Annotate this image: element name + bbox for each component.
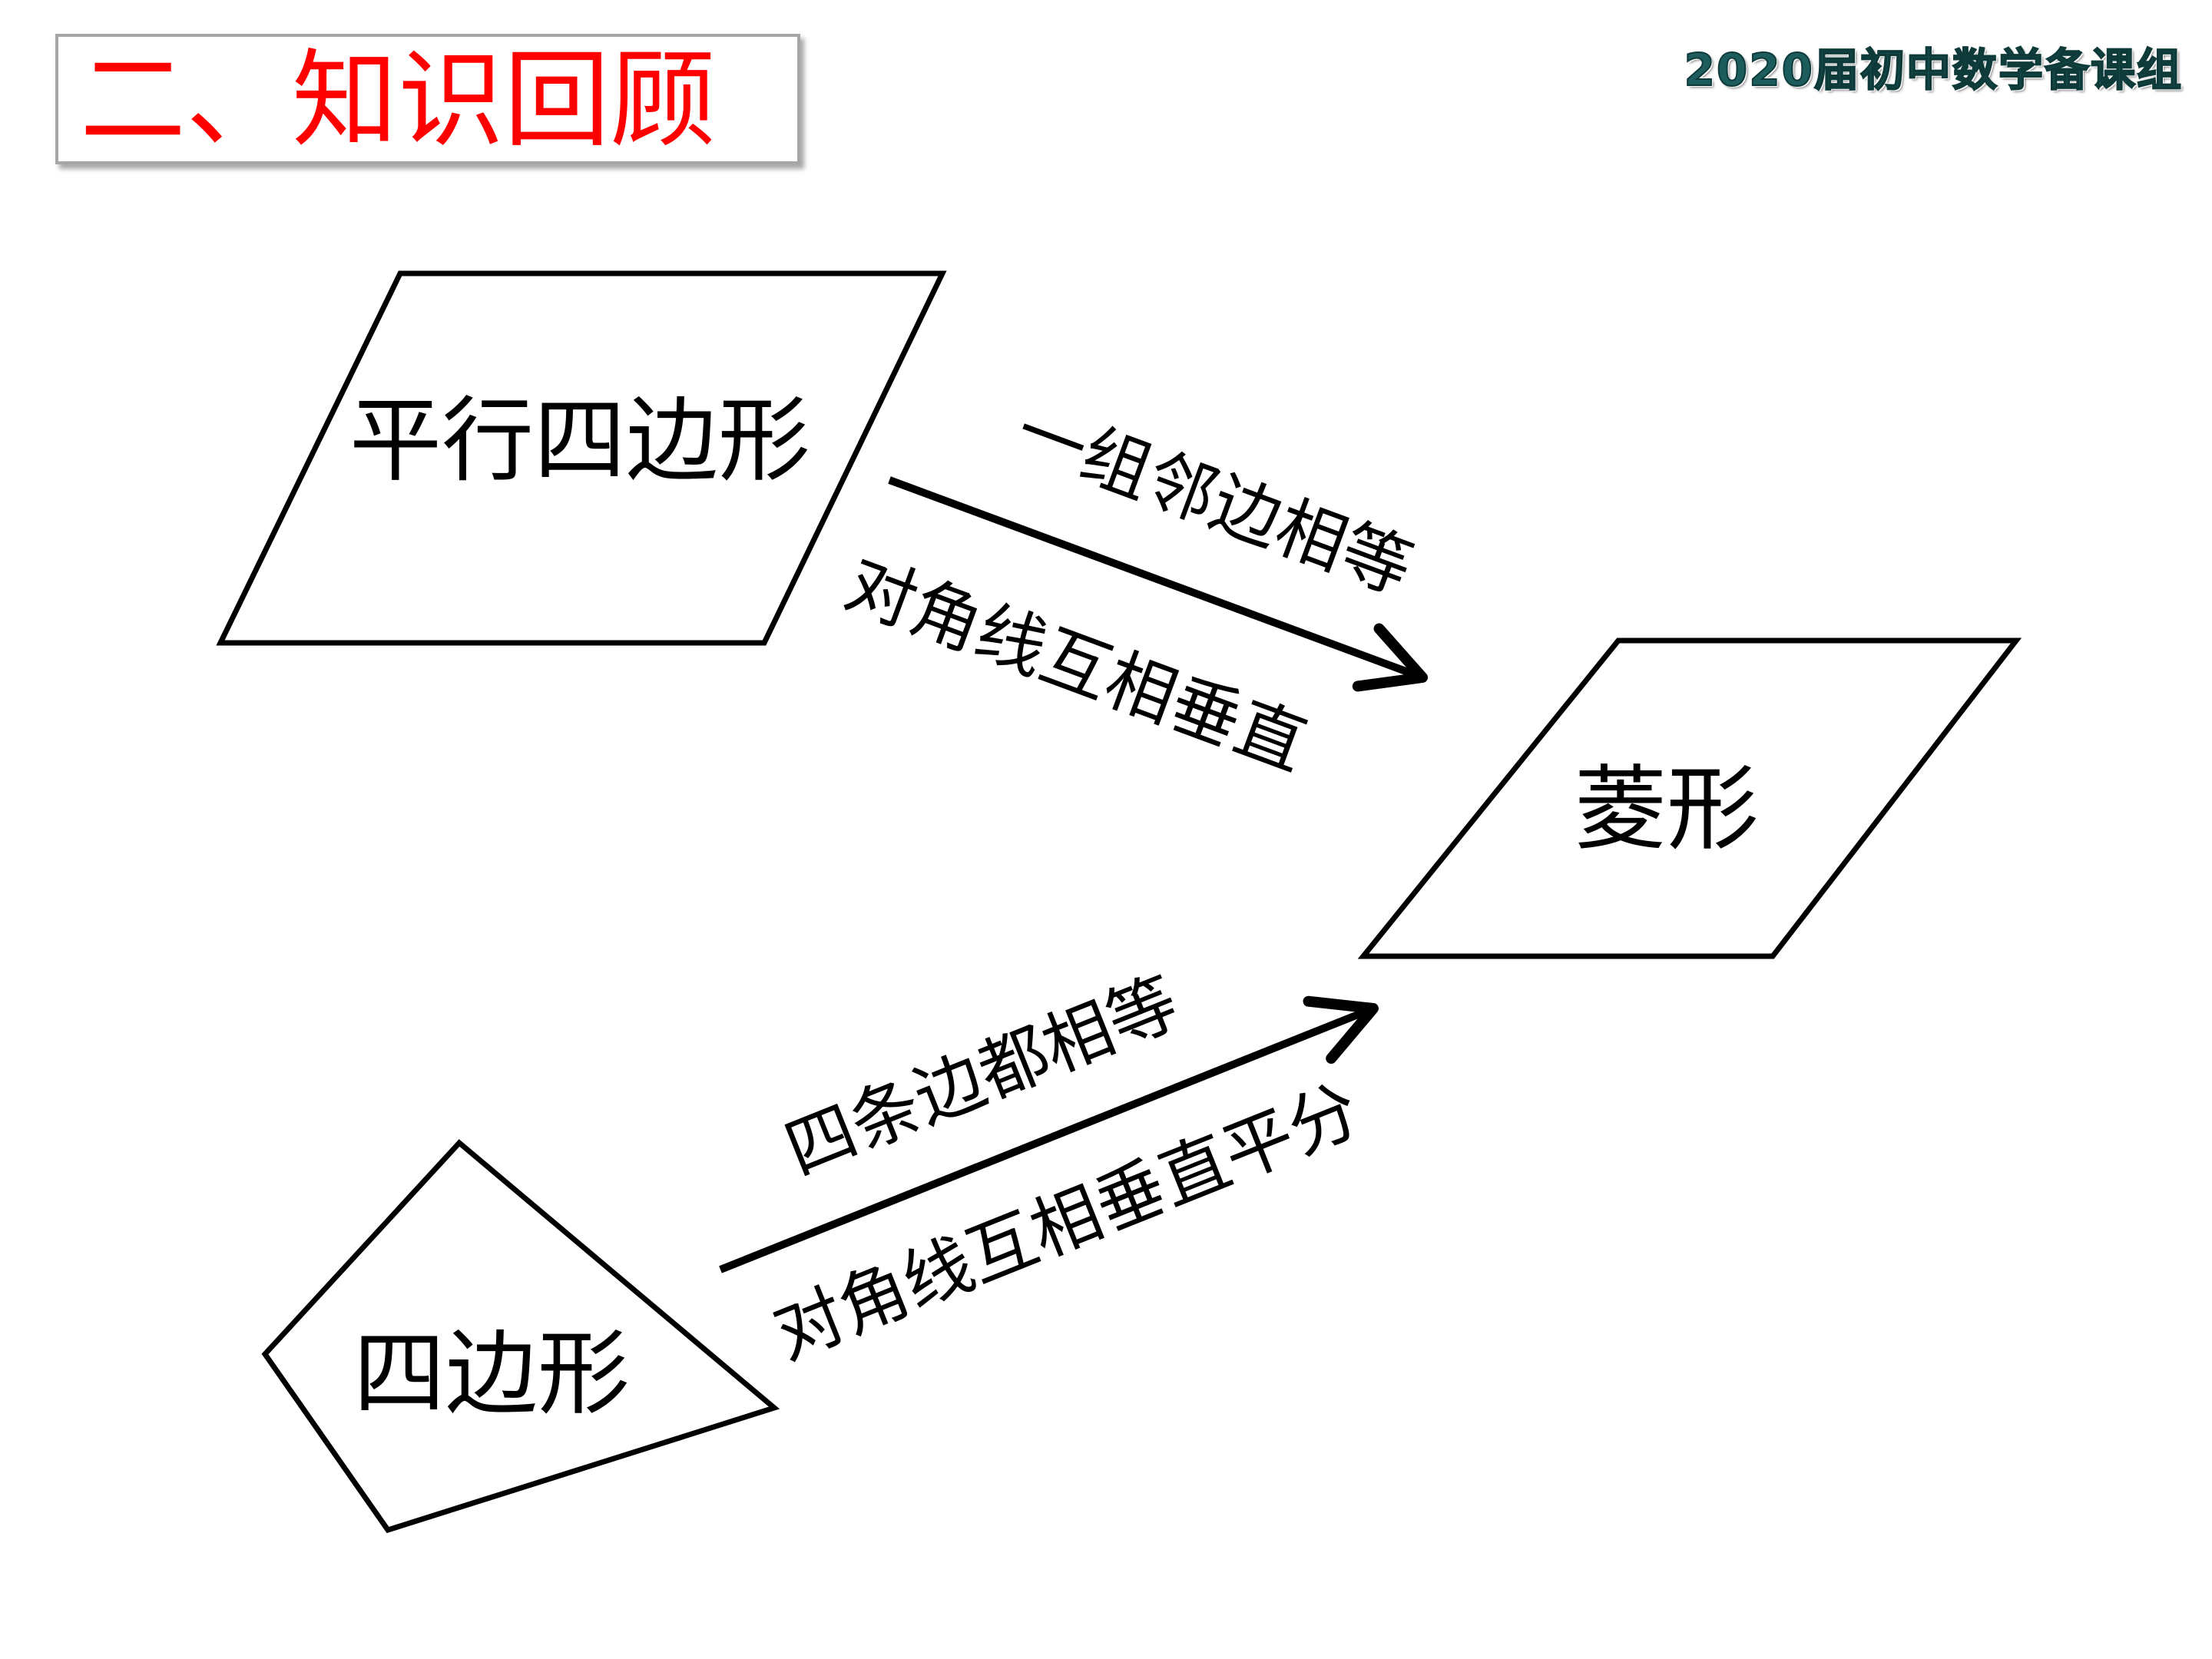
parallelogram-label: 平行四边形 [349, 388, 810, 495]
parallelogram-shape [216, 270, 947, 646]
section-title-box: 二、知识回顾 [55, 34, 800, 164]
brand-watermark: 2020届初中数学备课组 [1684, 43, 2183, 97]
quadrilateral-shape [261, 1139, 780, 1534]
rhombus-label: 菱形 [1575, 757, 1759, 863]
arrow-quadrilateral-to-rhombus [719, 995, 1379, 1273]
top-arrow-condition-below-text: 对角线互相垂直 [835, 543, 1316, 786]
rhombus-shape [1357, 637, 2022, 959]
top-arrow-condition-below: 对角线互相垂直 [835, 543, 1316, 786]
section-title: 二、知识回顾 [80, 38, 717, 162]
arrow-parallelogram-to-rhombus [888, 476, 1428, 692]
top-arrow-condition-above: 一组邻边相等 [1005, 390, 1422, 610]
quadrilateral-label: 四边形 [353, 1321, 630, 1428]
